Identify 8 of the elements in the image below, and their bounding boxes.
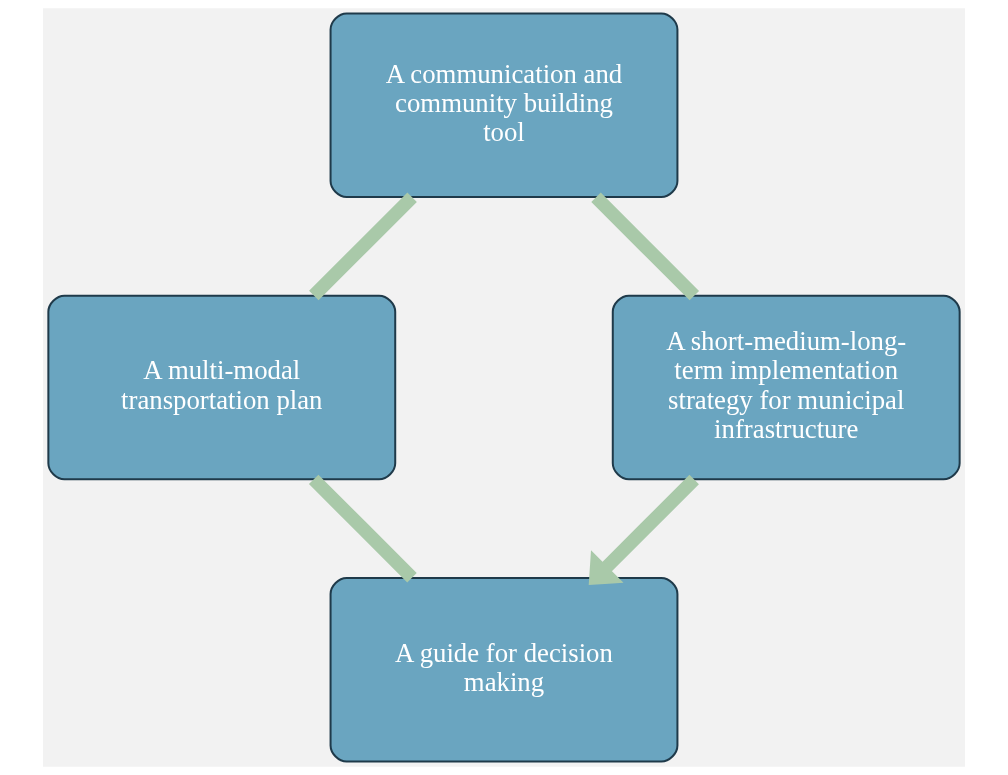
node-box: A communication and community building tool: [329, 12, 679, 199]
node-box: A short-medium-long-term implementation strategy for municipal infrastructure: [611, 294, 961, 481]
arrow: [588, 474, 699, 585]
node-box: A guide for decision making: [329, 576, 679, 763]
connector: [591, 192, 700, 301]
connector: [308, 474, 417, 583]
connector: [309, 192, 417, 301]
node-box: A multi-modal transportation plan: [47, 294, 397, 481]
